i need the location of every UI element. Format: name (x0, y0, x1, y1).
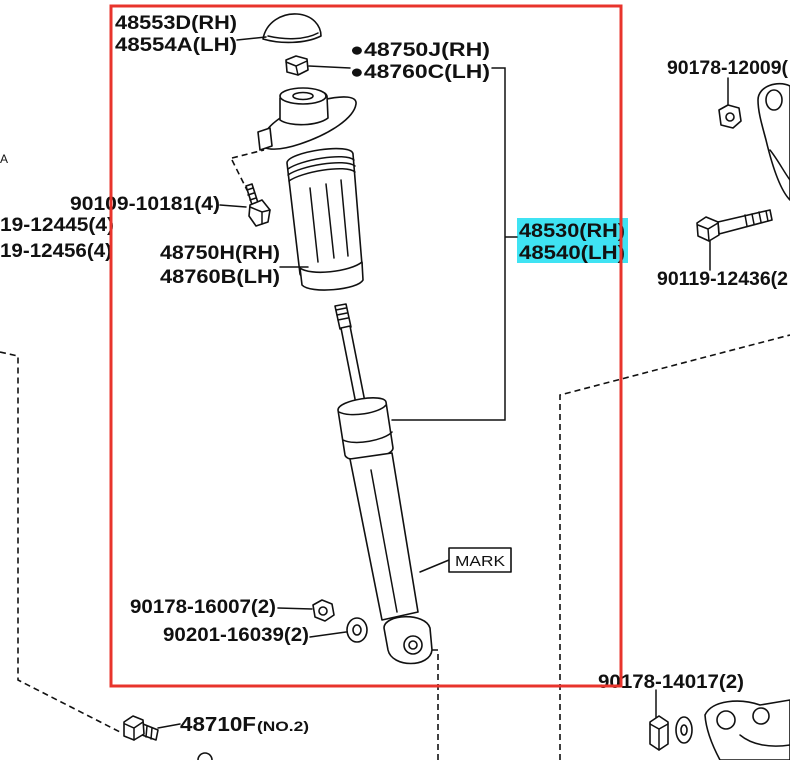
right-guide-dashed-line (559, 334, 790, 760)
part-number-48540-selected[interactable]: 48540(LH) (519, 243, 625, 264)
bottom-right-washer-icon (675, 716, 693, 744)
lower-nut-leader-line (277, 607, 313, 610)
part-number-90178-16007[interactable]: 90178-16007(2) (130, 597, 276, 618)
right-bolt-icon (696, 209, 773, 242)
partial-washer-icon (197, 752, 213, 760)
left-guide-dashed-line (0, 351, 121, 733)
part-number-19-12456[interactable]: 19-12456(4) (0, 241, 112, 262)
part-number-90178-14017[interactable]: 90178-14017(2) (598, 672, 744, 693)
lower-nut-icon (312, 599, 335, 622)
part-number-48553d[interactable]: 48553D(RH) (115, 13, 237, 34)
upper-mount-icon (257, 87, 357, 151)
part-number-90119-12436[interactable]: 90119-12436(2 (657, 269, 788, 290)
mount-bolt-icon (245, 183, 271, 227)
hex-nut-icon (285, 55, 309, 76)
arm-bracket-icon (757, 82, 790, 201)
part-number-48710f-note: (NO.2) (257, 718, 309, 734)
highlight-box (517, 218, 628, 263)
part-number-90109-10181[interactable]: 90109-10181(4) (70, 194, 220, 215)
part-number-48760b[interactable]: 48760B(LH) (160, 267, 280, 288)
part-number-48760c[interactable]: ●48760C(LH) (350, 62, 490, 83)
absorber-bracket-line (391, 67, 518, 421)
bottom-left-bolt-leader-line (157, 723, 181, 729)
part-number-19-12445[interactable]: 19-12445(4) (0, 215, 114, 236)
center-guide-dashed-line (432, 649, 439, 760)
mark-leader-line (419, 559, 450, 573)
part-number-90178-12009[interactable]: 90178-12009( (667, 58, 789, 79)
dust-cap-icon (262, 13, 322, 44)
bolt-guide-dashed-line (231, 149, 265, 191)
bottom-right-bracket-icon (704, 699, 790, 760)
mount-bolt-leader-line (219, 204, 247, 208)
bottom-right-nut-icon (649, 715, 669, 751)
washer-leader-line (309, 631, 347, 638)
selection-frame (109, 4, 623, 688)
washer-icon (346, 617, 368, 643)
top-right-nut-icon (718, 104, 742, 129)
part-number-48750h[interactable]: 48750H(RH) (160, 243, 280, 264)
part-number-90201-16039[interactable]: 90201-16039(2) (163, 625, 309, 646)
part-number-48554a[interactable]: 48554A(LH) (115, 35, 237, 56)
mark-box (448, 547, 512, 573)
part-number-48530-selected[interactable]: 48530(RH) (519, 221, 625, 242)
bellows-icon (286, 147, 364, 291)
cap-leader-line (236, 36, 267, 41)
edge-letter: A (0, 152, 8, 166)
shock-absorber-icon (334, 303, 433, 665)
mark-label: MARK (455, 553, 505, 570)
part-number-48710f[interactable]: 48710F (180, 714, 256, 736)
bottom-left-bolt-icon (123, 715, 159, 741)
nut-leader-line (308, 65, 351, 69)
part-number-48750j[interactable]: ●48750J(RH) (350, 40, 490, 61)
